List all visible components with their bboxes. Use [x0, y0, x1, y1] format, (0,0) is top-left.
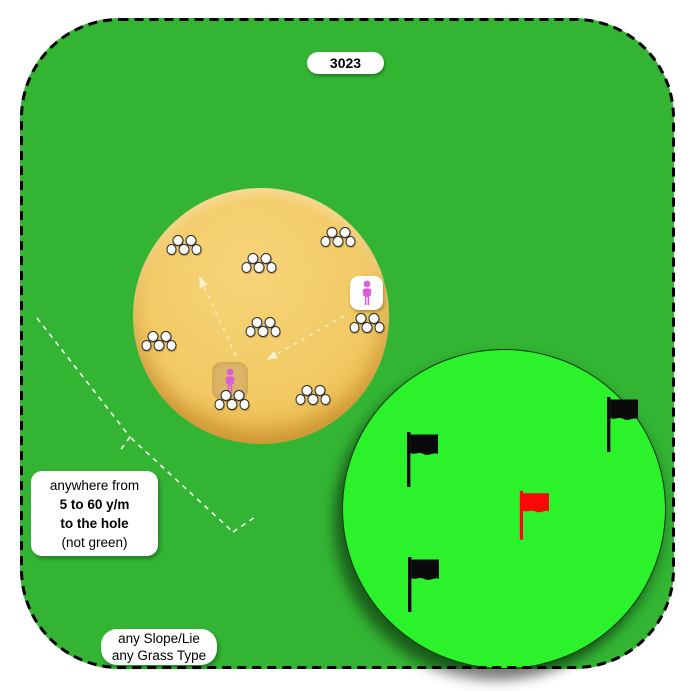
- distance-note-line: (not green): [61, 535, 128, 550]
- drill-number-badge: 3023: [307, 52, 384, 74]
- conditions-note-box: any Slope/Lie any Grass Type: [101, 629, 217, 665]
- distance-note-box: anywhere from 5 to 60 y/m to the hole (n…: [31, 471, 158, 556]
- conditions-note-line: any Slope/Lie: [118, 631, 200, 646]
- practice-sand-circle: [133, 188, 389, 444]
- putting-green: [342, 349, 666, 669]
- conditions-note-line: any Grass Type: [111, 648, 207, 663]
- distance-note-line: 5 to 60 y/m: [59, 497, 130, 512]
- distance-note-line: anywhere from: [49, 478, 140, 493]
- distance-note-line: to the hole: [60, 516, 129, 531]
- drill-number-text: 3023: [329, 55, 362, 71]
